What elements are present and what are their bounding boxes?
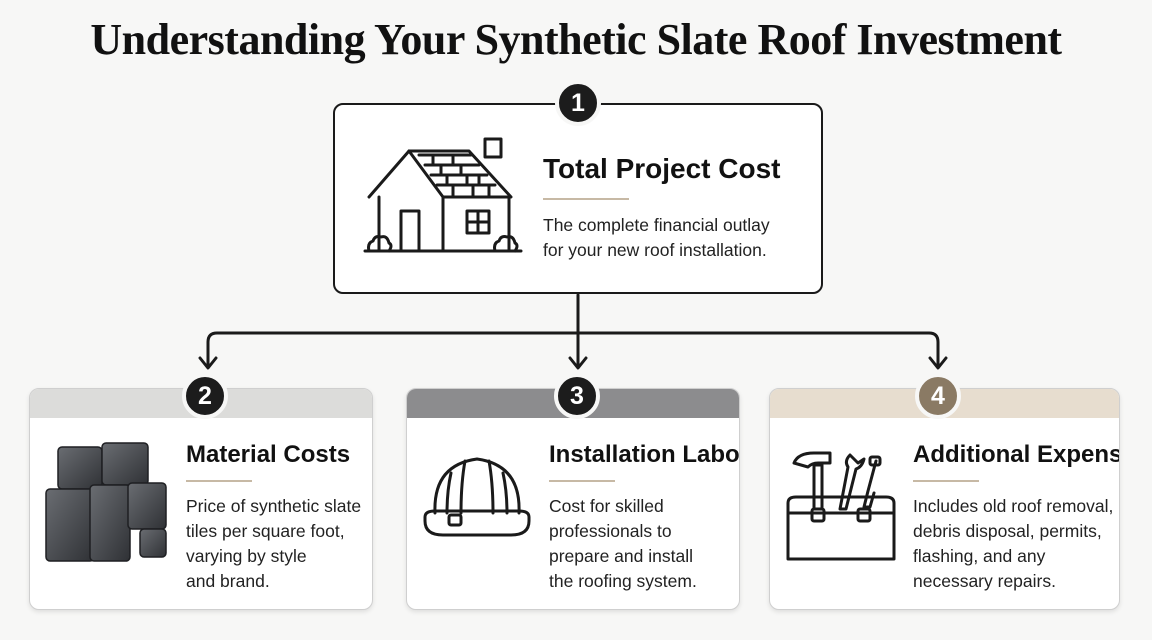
- card-title: Additional Expenses: [913, 441, 1120, 468]
- arrow-center: [568, 356, 588, 370]
- step-badge-3: 3: [554, 373, 600, 419]
- arrow-left: [198, 356, 218, 370]
- card-description: The complete financial outlay for your n…: [543, 215, 770, 260]
- card-title: Installation Labor: [549, 441, 740, 468]
- title-underline: [549, 480, 615, 482]
- toolbox-icon: [786, 451, 896, 561]
- card-description: Includes old roof removal, debris dispos…: [913, 496, 1114, 591]
- card-installation-labor: Installation Labor Cost for skilled prof…: [406, 388, 740, 610]
- page-title: Understanding Your Synthetic Slate Roof …: [90, 15, 1062, 64]
- card-description: Cost for skilled professionals to prepar…: [549, 496, 697, 591]
- step-badge-4: 4: [915, 373, 961, 419]
- connector-horizontal: [206, 331, 940, 368]
- slate-tiles-icon: [45, 442, 167, 562]
- title-underline: [913, 480, 979, 482]
- title-underline: [543, 198, 629, 200]
- card-material-costs: Material Costs Price of synthetic slate …: [29, 388, 373, 610]
- card-title: Material Costs: [186, 441, 351, 468]
- card-total-project-cost: Total Project Cost The complete financia…: [333, 103, 823, 294]
- card-description: Price of synthetic slate tiles per squar…: [186, 496, 362, 591]
- arrow-right: [928, 356, 948, 370]
- card-additional-expenses: Additional Expenses Includes old roof re…: [769, 388, 1120, 610]
- title-underline: [186, 480, 252, 482]
- card-title: Total Project Cost: [543, 153, 781, 184]
- step-badge-2: 2: [182, 373, 228, 419]
- hard-hat-icon: [423, 457, 531, 537]
- house-icon: [363, 137, 523, 253]
- step-badge-1: 1: [555, 80, 601, 126]
